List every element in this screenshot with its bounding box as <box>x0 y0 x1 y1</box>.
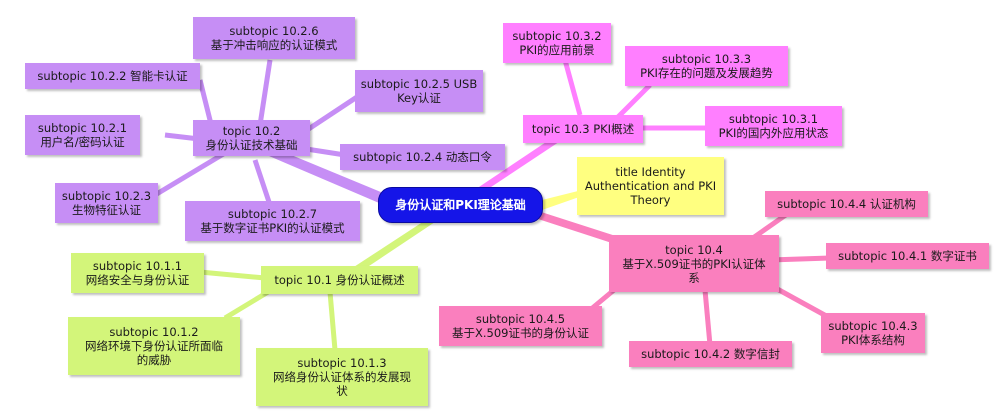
topic-10-3-node[interactable]: topic 10.3 PKI概述 <box>523 115 643 143</box>
subtopic-10-1-2-node[interactable]: subtopic 10.1.2 网络环境下身份认证所面临 的威胁 <box>68 317 240 375</box>
subtopic-10-3-1-node[interactable]: subtopic 10.3.1 PKI的国内外应用状态 <box>705 106 842 146</box>
links-topic-10-3 <box>562 59 710 131</box>
subtopic-10-2-3-node[interactable]: subtopic 10.2.3 生物特征认证 <box>55 183 158 223</box>
links-topic-10-1 <box>199 269 338 351</box>
subtopic-10-4-4-node[interactable]: subtopic 10.4.4 认证机构 <box>765 191 928 217</box>
link-root-topic-10-2 <box>255 140 400 212</box>
subtopic-10-3-2-node[interactable]: subtopic 10.3.2 PKI的应用前景 <box>503 23 611 63</box>
subtopic-10-1-1-node[interactable]: subtopic 10.1.1 网络安全与身份认证 <box>71 253 204 293</box>
subtopic-10-2-6-node[interactable]: subtopic 10.2.6 基于冲击响应的认证模式 <box>193 17 355 59</box>
topic-10-2-node[interactable]: topic 10.2 身份认证技术基础 <box>193 120 310 156</box>
root-node[interactable]: 身份认证和PKI理论基础 <box>378 187 543 223</box>
link-root-topic-10-1 <box>337 212 450 282</box>
subtopic-10-3-3-node[interactable]: subtopic 10.3.3 PKI存在的问题及发展趋势 <box>625 46 788 86</box>
subtopic-10-4-5-node[interactable]: subtopic 10.4.5 基于X.509证书的身份认证 <box>439 306 602 346</box>
subtopic-10-2-1-node[interactable]: subtopic 10.2.1 用户名/密码认证 <box>25 115 140 155</box>
topic-10-4-node[interactable]: topic 10.4 基于X.509证书的PKI认证体 系 <box>609 235 779 292</box>
subtopic-10-4-1-node[interactable]: subtopic 10.4.1 数字证书 <box>826 243 989 269</box>
subtopic-10-2-5-node[interactable]: subtopic 10.2.5 USB Key认证 <box>355 70 483 112</box>
link-root-title <box>542 190 582 210</box>
topic-10-1-node[interactable]: topic 10.1 身份认证概述 <box>261 266 418 294</box>
subtopic-10-1-3-node[interactable]: subtopic 10.1.3 网络身份认证体系的发展现 状 <box>256 348 428 406</box>
links-topic-10-4 <box>588 209 832 346</box>
subtopic-10-2-2-node[interactable]: subtopic 10.2.2 智能卡认证 <box>25 63 200 89</box>
subtopic-10-4-3-node[interactable]: subtopic 10.4.3 PKI体系结构 <box>821 313 925 353</box>
subtopic-10-4-2-node[interactable]: subtopic 10.4.2 数字信封 <box>629 341 792 367</box>
title-node[interactable]: title Identity Authentication and PKI Th… <box>577 157 724 215</box>
subtopic-10-2-7-node[interactable]: subtopic 10.2.7 基于数字证书PKI的认证模式 <box>185 201 360 241</box>
subtopic-10-2-4-node[interactable]: subtopic 10.2.4 动态口令 <box>340 144 505 170</box>
